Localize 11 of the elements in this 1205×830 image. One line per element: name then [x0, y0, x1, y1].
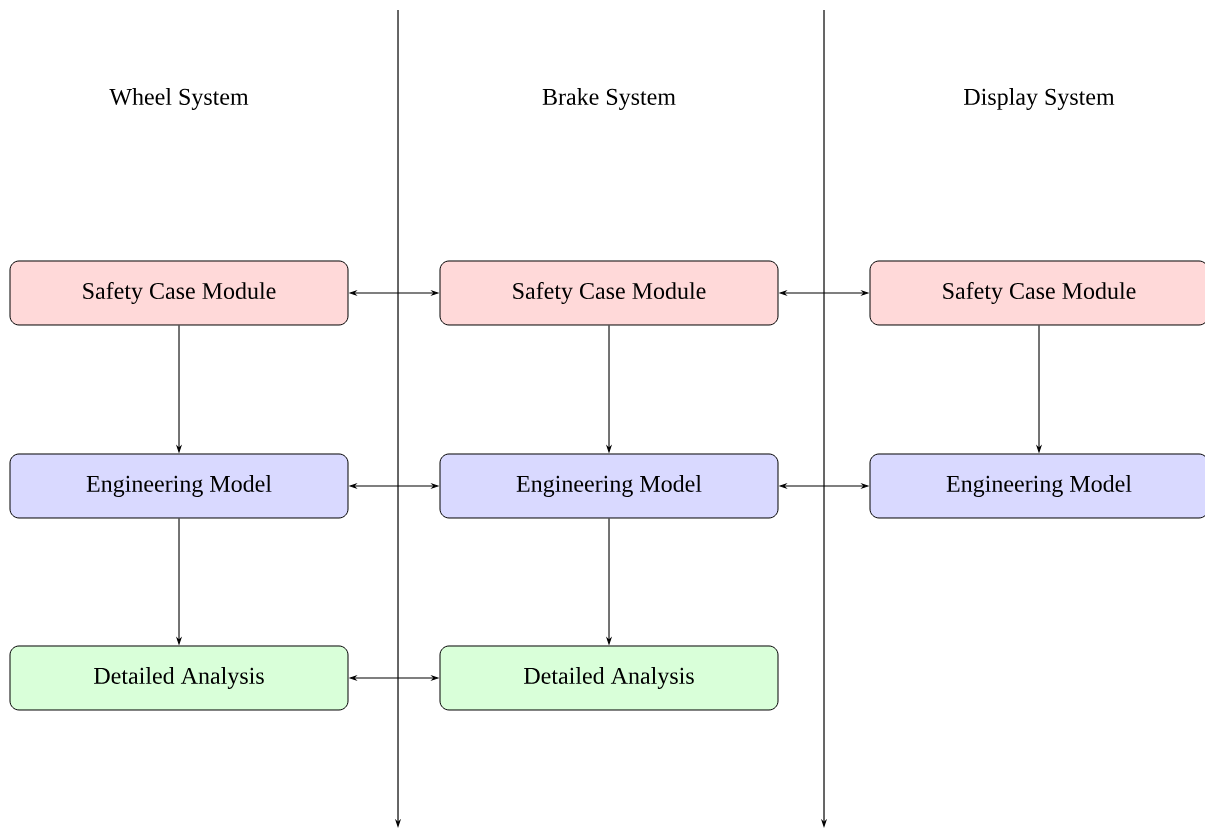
process-box: Safety Case Module	[9, 260, 349, 326]
process-box: Safety Case Module	[869, 260, 1205, 326]
process-box: Engineering Model	[439, 453, 779, 519]
process-box: Engineering Model	[9, 453, 349, 519]
lane-heading: Brake System	[542, 88, 676, 110]
process-box: Safety Case Module	[439, 260, 779, 326]
lane-heading: Wheel System	[109, 88, 249, 110]
process-box: Engineering Model	[869, 453, 1205, 519]
process-box: Detailed Analysis	[9, 645, 349, 711]
lane-heading: Display System	[964, 88, 1115, 110]
process-box: Detailed Analysis	[439, 645, 779, 711]
